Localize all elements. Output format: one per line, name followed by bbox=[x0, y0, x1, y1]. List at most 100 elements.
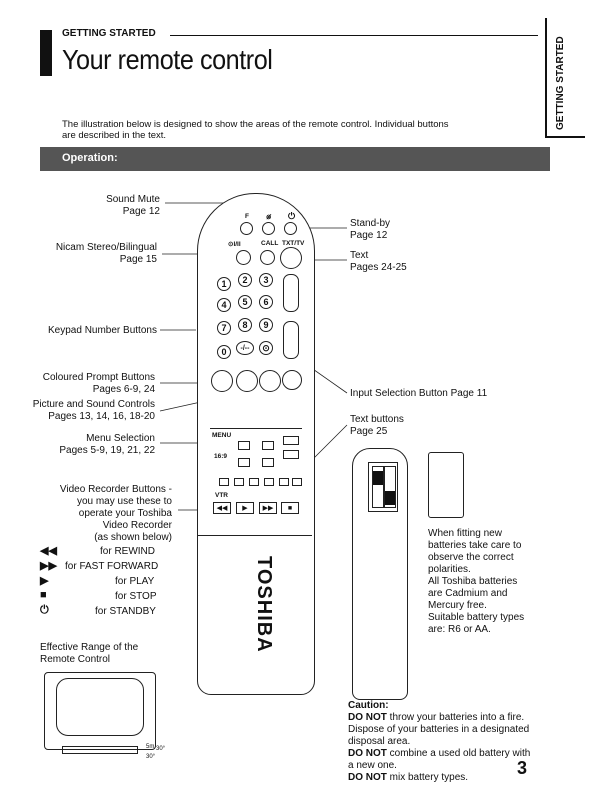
range-angle-a: 30° bbox=[156, 746, 166, 752]
menu-up-button[interactable] bbox=[238, 441, 250, 450]
play-icon: ▶ bbox=[40, 575, 49, 587]
note-line: Suitable battery types bbox=[428, 612, 525, 623]
input-selection-button[interactable]: ⊙ bbox=[259, 341, 273, 355]
caution-line: DO NOT throw your batteries into a fire. bbox=[348, 712, 538, 724]
caution-line: a new one. bbox=[348, 760, 538, 772]
menu-plus-button[interactable] bbox=[262, 441, 274, 450]
caution-text: disposal area. bbox=[348, 736, 411, 747]
call-button[interactable] bbox=[260, 250, 275, 265]
key-6[interactable]: 6 bbox=[259, 295, 273, 309]
volume-rocker[interactable] bbox=[283, 274, 299, 312]
callout-text: Page 15 bbox=[119, 254, 157, 265]
caution-block: Caution: DO NOT throw your batteries int… bbox=[348, 700, 538, 784]
text-tv-button[interactable] bbox=[280, 247, 302, 269]
battery-note: When fitting new batteries take care to … bbox=[428, 528, 538, 636]
callout-text: Video Recorder Buttons - bbox=[59, 484, 172, 495]
menu-label: MENU bbox=[212, 432, 232, 439]
callout-text: Video Recorder bbox=[102, 520, 172, 531]
callout-text: Pages 13, 14, 16, 18-20 bbox=[48, 411, 155, 422]
programme-rocker[interactable] bbox=[283, 321, 299, 359]
operation-heading: Operation: bbox=[62, 152, 118, 164]
caution-text: Dispose of your batteries in a designate… bbox=[348, 724, 530, 735]
play-button[interactable]: ▶ bbox=[236, 502, 254, 514]
key-3[interactable]: 3 bbox=[259, 273, 273, 287]
callout-text: Menu Selection bbox=[86, 433, 155, 444]
menu-divider bbox=[210, 428, 302, 429]
mute-button[interactable] bbox=[262, 222, 275, 235]
callout-picture-sound: Picture and Sound Controls Pages 13, 14,… bbox=[20, 399, 155, 423]
key-4[interactable]: 4 bbox=[217, 298, 231, 312]
yellow-prompt-button[interactable] bbox=[259, 370, 281, 392]
standby-button[interactable] bbox=[284, 222, 297, 235]
callout-text: you may use these to bbox=[76, 496, 172, 507]
key-double-digit[interactable]: -/-- bbox=[236, 341, 254, 355]
stop-button[interactable]: ■ bbox=[281, 502, 299, 514]
caution-text: a new one. bbox=[348, 760, 397, 771]
text-button-a[interactable] bbox=[283, 436, 299, 445]
blue-prompt-button[interactable] bbox=[282, 370, 302, 390]
note-line: Mercury free. bbox=[428, 600, 487, 611]
caution-line: DO NOT combine a used old battery with bbox=[348, 748, 538, 760]
key-9[interactable]: 9 bbox=[259, 318, 273, 332]
label-txt-tv: TXT/TV bbox=[282, 240, 305, 247]
battery-compartment bbox=[368, 462, 398, 512]
note-line: are: R6 or AA. bbox=[428, 624, 491, 635]
caution-text: mix battery types. bbox=[386, 772, 469, 783]
menu-minus-button[interactable] bbox=[262, 458, 274, 467]
text-button-b[interactable] bbox=[283, 450, 299, 459]
callout-keypad: Keypad Number Buttons bbox=[48, 325, 157, 336]
mute-icon: ⊗̸ bbox=[266, 214, 272, 221]
text-row-button[interactable] bbox=[234, 478, 244, 486]
caution-line: Dispose of your batteries in a designate… bbox=[348, 724, 538, 736]
key-8[interactable]: 8 bbox=[238, 318, 252, 332]
legend-label: for PLAY bbox=[115, 576, 155, 587]
stop-icon: ■ bbox=[40, 589, 47, 601]
text-row-button[interactable] bbox=[264, 478, 274, 486]
text-row-button[interactable] bbox=[249, 478, 259, 486]
key-0[interactable]: 0 bbox=[217, 345, 231, 359]
tv-base bbox=[62, 746, 138, 754]
callout-text: Text buttons bbox=[350, 414, 404, 425]
caution-emphasis: DO NOT bbox=[348, 748, 387, 759]
callout-nicam: Nicam Stereo/Bilingual Page 15 bbox=[30, 242, 157, 266]
section-label: GETTING STARTED bbox=[62, 28, 156, 39]
fast-forward-button[interactable]: ▶▶ bbox=[259, 502, 277, 514]
intro-text: The illustration below is designed to sh… bbox=[62, 119, 449, 141]
callout-menu: Menu Selection Pages 5-9, 19, 21, 22 bbox=[20, 433, 155, 457]
callout-text: Pages 5-9, 19, 21, 22 bbox=[59, 445, 155, 456]
callout-text-button: Text Pages 24-25 bbox=[350, 250, 407, 274]
f-button[interactable] bbox=[240, 222, 253, 235]
text-row-button[interactable] bbox=[279, 478, 289, 486]
caution-text: throw your batteries into a fire. bbox=[386, 712, 525, 723]
fast-forward-icon: ▶▶ bbox=[40, 560, 57, 572]
key-5[interactable]: 5 bbox=[238, 295, 252, 309]
menu-down-button[interactable] bbox=[238, 458, 250, 467]
tv-screen bbox=[56, 678, 144, 736]
tv-illustration bbox=[44, 672, 156, 750]
legend-label: for FAST FORWARD bbox=[65, 561, 159, 572]
note-line: polarities. bbox=[428, 564, 471, 575]
legend-label: for REWIND bbox=[100, 546, 155, 557]
callout-text: Page 12 bbox=[350, 230, 388, 241]
key-7[interactable]: 7 bbox=[217, 321, 231, 335]
key-2[interactable]: 2 bbox=[238, 273, 252, 287]
green-prompt-button[interactable] bbox=[236, 370, 258, 392]
side-tab: GETTING STARTED bbox=[545, 18, 585, 138]
text-row-button[interactable] bbox=[219, 478, 229, 486]
callout-text: Picture and Sound Controls bbox=[32, 399, 155, 410]
red-prompt-button[interactable] bbox=[211, 370, 233, 392]
cover-divider bbox=[198, 535, 312, 536]
callout-text: Coloured Prompt Buttons bbox=[42, 372, 155, 383]
key-1[interactable]: 1 bbox=[217, 277, 231, 291]
callout-text: Pages 24-25 bbox=[350, 262, 407, 273]
callout-text: operate your Toshiba bbox=[78, 508, 172, 519]
range-title: Effective Range of the Remote Control bbox=[40, 642, 138, 666]
callout-standby: Stand-by Page 12 bbox=[350, 218, 390, 242]
rewind-button[interactable]: ◀◀ bbox=[213, 502, 231, 514]
toshiba-logo: TOSHIBA bbox=[253, 556, 275, 653]
text-row-button[interactable] bbox=[292, 478, 302, 486]
range-title-line: Remote Control bbox=[40, 654, 111, 665]
label-f: F bbox=[245, 213, 249, 220]
caution-line: disposal area. bbox=[348, 736, 538, 748]
stereo-button[interactable] bbox=[236, 250, 251, 265]
